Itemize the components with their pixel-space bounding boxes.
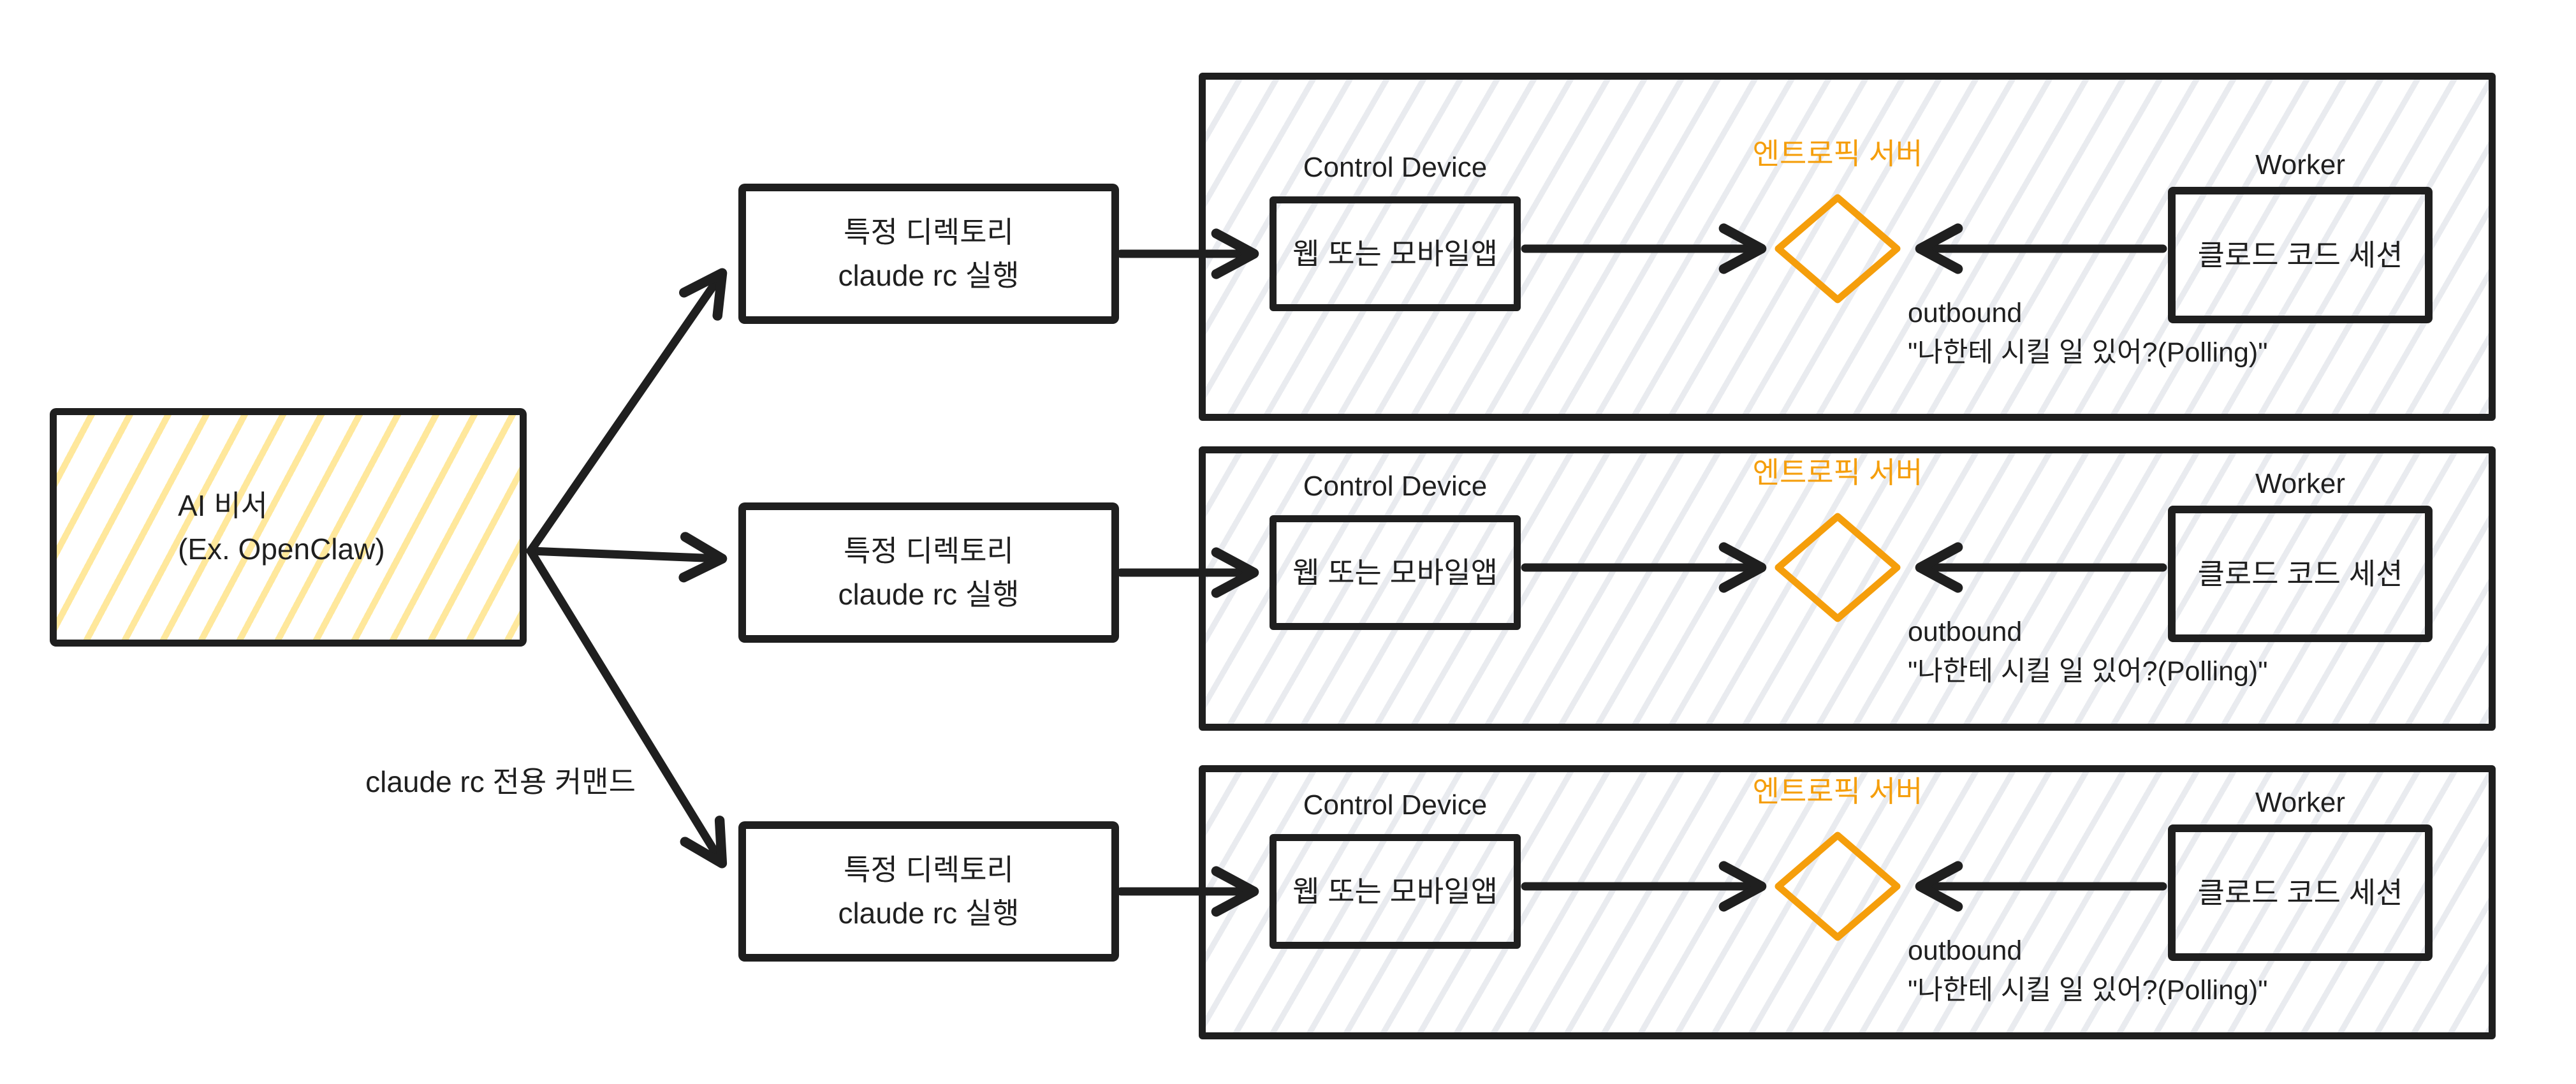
worker-box-3: 클로드 코드 세션 xyxy=(2168,824,2433,961)
arrow-fan-bottom xyxy=(526,546,728,868)
runner-box-1-line2: claude rc 실행 xyxy=(838,259,1020,292)
session-panel-1 xyxy=(1199,73,2496,421)
ai-assistant-label-line1: AI 비서 xyxy=(178,489,268,522)
outbound-caption-2-line1: outbound xyxy=(1908,617,2023,647)
control-device-box-1-text: 웹 또는 모바일앱 xyxy=(1292,237,1498,270)
worker-box-1-text: 클로드 코드 세션 xyxy=(2197,238,2403,272)
control-device-label-3: Control Device xyxy=(1303,789,1488,821)
anthropic-server-label-1: 엔트로픽 서버 xyxy=(1752,137,1923,170)
runner-box-2-line2: claude rc 실행 xyxy=(838,578,1020,611)
runner-box-2: 특정 디렉토리 claude rc 실행 xyxy=(738,502,1119,643)
control-device-box-2-text: 웹 또는 모바일앱 xyxy=(1292,556,1498,589)
runner-box-3-line1: 특정 디렉토리 xyxy=(844,853,1014,886)
outbound-caption-2-line2: "나한테 시킬 일 있어?(Polling)" xyxy=(1908,656,2268,687)
outbound-caption-1-line2: "나한테 시킬 일 있어?(Polling)" xyxy=(1908,337,2268,368)
worker-label-2: Worker xyxy=(2255,468,2345,499)
outbound-caption-1-line1: outbound xyxy=(1908,298,2023,328)
anthropic-server-label-2: 엔트로픽 서버 xyxy=(1752,456,1923,489)
runner-box-3-line2: claude rc 실행 xyxy=(838,897,1020,930)
control-device-box-2: 웹 또는 모바일앱 xyxy=(1270,515,1521,630)
server-diamond-icon-3 xyxy=(1775,831,1901,941)
outbound-caption-2: outbound "나한테 시킬 일 있어?(Polling)" xyxy=(1908,612,2268,691)
control-device-box-3-text: 웹 또는 모바일앱 xyxy=(1292,875,1498,908)
control-device-label-1: Control Device xyxy=(1303,152,1488,183)
fan-arrow-label: claude rc 전용 커맨드 xyxy=(365,765,636,798)
session-panel-3 xyxy=(1199,765,2496,1039)
control-device-box-3: 웹 또는 모바일앱 xyxy=(1270,834,1521,949)
worker-label-3: Worker xyxy=(2255,787,2345,818)
ai-assistant-box: AI 비서 (Ex. OpenClaw) xyxy=(50,408,527,647)
runner-box-1-line1: 특정 디렉토리 xyxy=(844,216,1014,249)
outbound-caption-3-line2: "나한테 시킬 일 있어?(Polling)" xyxy=(1908,975,2268,1006)
worker-label-1: Worker xyxy=(2255,149,2345,180)
runner-box-1: 특정 디렉토리 claude rc 실행 xyxy=(738,184,1119,324)
worker-box-1: 클로드 코드 세션 xyxy=(2168,187,2433,323)
session-panel-2 xyxy=(1199,446,2496,731)
ai-assistant-label-line2: (Ex. OpenClaw) xyxy=(178,532,385,566)
control-device-label-2: Control Device xyxy=(1303,471,1488,502)
worker-box-2-text: 클로드 코드 세션 xyxy=(2197,557,2403,590)
anthropic-server-label-3: 엔트로픽 서버 xyxy=(1752,775,1923,808)
runner-box-3: 특정 디렉토리 claude rc 실행 xyxy=(738,821,1119,962)
server-diamond-icon-1 xyxy=(1775,194,1901,304)
server-diamond-icon-2 xyxy=(1775,513,1901,622)
arrow-fan-middle xyxy=(526,532,728,583)
outbound-caption-1: outbound "나한테 시킬 일 있어?(Polling)" xyxy=(1908,293,2268,372)
worker-box-2: 클로드 코드 세션 xyxy=(2168,506,2433,642)
worker-box-3-text: 클로드 코드 세션 xyxy=(2197,876,2403,909)
outbound-caption-3-line1: outbound xyxy=(1908,935,2023,966)
arrow-fan-top xyxy=(526,268,728,555)
outbound-caption-3: outbound "나한테 시킬 일 있어?(Polling)" xyxy=(1908,931,2268,1010)
runner-box-2-line1: 특정 디렉토리 xyxy=(844,534,1014,568)
control-device-box-1: 웹 또는 모바일앱 xyxy=(1270,196,1521,311)
